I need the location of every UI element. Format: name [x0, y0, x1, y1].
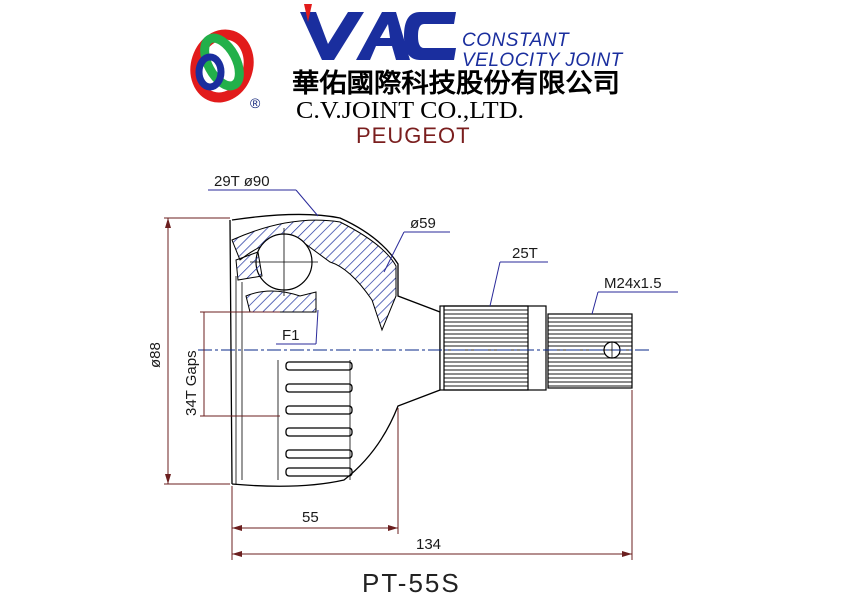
outer-spline-teeth [277, 360, 353, 480]
outer-spline-label: 29T ø90 [214, 173, 270, 190]
rings-emblem [190, 29, 254, 103]
outer-diameter-label: ø88 [147, 342, 164, 368]
chinese-company-name: 華佑國際科技股份有限公司 [292, 69, 620, 99]
dim-gaps: 34T Gaps [183, 311, 280, 417]
dim-overall-length: 134 [231, 390, 633, 560]
callout-seal-diameter: ø59 [383, 215, 450, 273]
tagline-line2: VELOCITY JOINT [462, 50, 624, 71]
stem-spline-label: 25T [512, 245, 538, 262]
tagline-line1: CONSTANT [462, 30, 570, 51]
callout-stem-spline: 25T [489, 245, 548, 307]
joint-outline [198, 213, 650, 487]
callout-outer-spline: 29T ø90 [208, 173, 319, 217]
registered-mark: ® [250, 95, 261, 111]
yac-wordmark [300, 4, 456, 60]
f1-label: F1 [282, 327, 300, 344]
vehicle-make: PEUGEOT [356, 123, 471, 148]
company-name: C.V.JOINT CO.,LTD. [296, 98, 524, 124]
dim-depth: 55 [231, 408, 399, 534]
overall-length-label: 134 [416, 536, 441, 553]
depth-label: 55 [302, 509, 319, 526]
callout-thread: M24x1.5 [591, 275, 678, 315]
callout-f1: F1 [276, 309, 319, 345]
dim-outer-diameter: ø88 [147, 217, 230, 485]
stem-spline [443, 305, 529, 391]
seal-diameter-label: ø59 [410, 215, 436, 232]
part-number: PT-55S [362, 568, 461, 596]
gaps-label: 34T Gaps [183, 350, 200, 416]
thread-label: M24x1.5 [604, 275, 662, 292]
yac-logo: ® CONSTANT VELOCITY JOINT 華佑國際科技股份有限公司 C… [190, 4, 624, 124]
